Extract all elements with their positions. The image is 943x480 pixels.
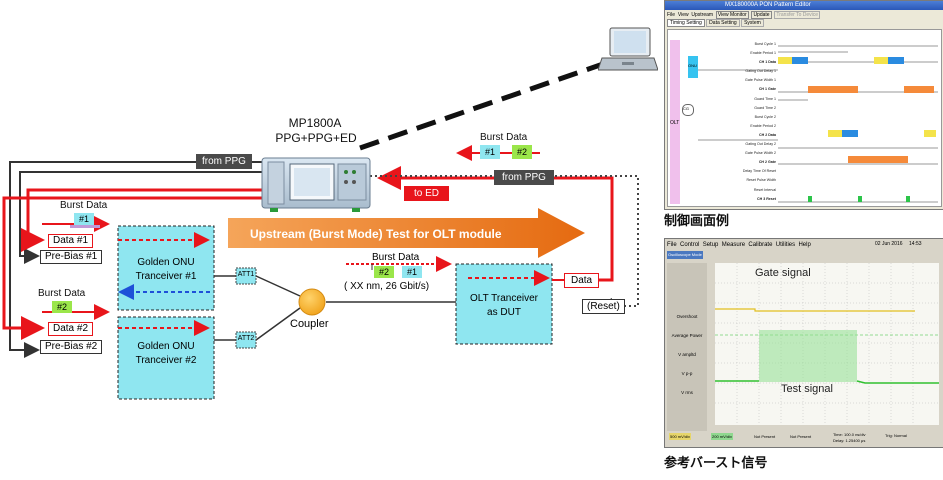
tab-system[interactable]: System <box>741 19 764 27</box>
mp1800a-device <box>261 157 371 212</box>
reset-label: (Reset) <box>582 299 625 314</box>
btn-v-ampltd[interactable]: V ampltd <box>678 352 696 357</box>
scope-menu-help[interactable]: Help <box>798 242 811 248</box>
pattern-editor-menubar: File View Upstream View Monitor Update T… <box>667 11 821 19</box>
scope-date: 02 Jun 2016 <box>875 241 903 247</box>
pattern-editor-window: MX180000A PON Pattern Editor File View U… <box>664 0 943 210</box>
btn-v-rms[interactable]: V rms <box>681 390 693 395</box>
btn-average-power[interactable]: Average Power <box>671 333 703 338</box>
scope-menu-control[interactable]: Control <box>680 242 700 248</box>
oscilloscope-window: File Control Setup Measure Calibrate Uti… <box>664 238 943 448</box>
data2-label: Data #2 <box>48 322 94 336</box>
scope-menu-utilities[interactable]: Utilities <box>775 242 796 248</box>
status-ch3[interactable]: Not Present <box>754 434 776 439</box>
burst-data-top-label: Burst Data <box>480 132 528 143</box>
ch1-burst-underline <box>70 225 100 228</box>
timing-diagram <box>698 45 938 203</box>
onu-block <box>688 56 698 78</box>
menu-view[interactable]: View <box>677 12 689 18</box>
coupler-label: Coupler <box>290 318 329 330</box>
burst-block-ch2: #2 <box>52 301 72 313</box>
burst-block-mid-2: #2 <box>374 266 394 278</box>
from-ppg-top-label: from PPG <box>196 154 252 169</box>
btn-v-pp[interactable]: V p-p <box>681 371 693 376</box>
onu-side-label: ONU <box>688 63 697 68</box>
scope-status-bar: 500 mV/div 200 mV/div Not Present Not Pr… <box>667 431 941 445</box>
scope-time: 14:53 <box>909 241 922 247</box>
scope-side-panel: Overshoot Average Power V ampltd V p-p V… <box>667 263 707 431</box>
wavelength-rate-label: ( XX nm, 26 Gbit/s) <box>344 281 430 292</box>
prebias1-label: Pre-Bias #1 <box>40 250 103 264</box>
att1-box <box>235 267 257 285</box>
device-config: PPG+PPG+ED <box>275 131 357 145</box>
prebias2-label: Pre-Bias #2 <box>40 340 103 354</box>
to-ed-label: to ED <box>404 186 450 201</box>
status-trigger[interactable]: Trig: Normal <box>885 433 907 438</box>
gate-signal-label: Gate signal <box>755 267 811 279</box>
scope-menu-file[interactable]: File <box>667 242 677 248</box>
att1-label: ATT1 <box>237 271 255 278</box>
att2-label: ATT2 <box>237 335 255 342</box>
device-name: MP1800A <box>288 116 342 130</box>
coupler-circle <box>298 288 326 316</box>
scope-mode-bar: Oscilloscope Mode <box>667 251 703 259</box>
scope-menu-measure[interactable]: Measure <box>721 242 746 248</box>
olt-side-label: OLT <box>670 120 680 126</box>
onu1-label: Golden ONU Tranceiver #1 <box>135 257 197 282</box>
burst-data-mid-label: Burst Data <box>372 252 420 263</box>
cg-side-label: CG <box>683 106 689 111</box>
menu-view-monitor[interactable]: View Monitor <box>715 11 749 19</box>
status-ch2-scale[interactable]: 200 mV/div <box>711 433 734 440</box>
reference-signal-caption: 参考バースト信号 <box>664 455 768 470</box>
data-out-label: Data <box>564 273 600 288</box>
onu2-label: Golden ONU Tranceiver #2 <box>135 341 197 366</box>
burst-block-1-top: #1 <box>480 145 500 159</box>
data2-cable <box>2 196 268 340</box>
from-ppg-right-label: from PPG <box>494 170 554 185</box>
olt-label: OLT Tranceiver as DUT <box>470 293 538 318</box>
status-timebase[interactable]: Time: 100.0 ns/div <box>833 432 866 437</box>
burst-block-2-top: #2 <box>512 145 532 159</box>
laptop-link-line <box>359 61 604 151</box>
burst-data-ch1-label: Burst Data <box>60 200 108 211</box>
status-delay[interactable]: Delay: 1.25400 μs <box>833 438 866 443</box>
control-screen-caption: 制御画面例 <box>664 213 730 228</box>
menu-file[interactable]: File <box>667 12 676 18</box>
scope-side-buttons: Overshoot Average Power V ampltd V p-p V… <box>669 307 705 402</box>
scope-screen: Gate signal Test signal <box>715 263 939 425</box>
data1-label: Data #1 <box>48 234 94 248</box>
data1-cable <box>21 188 268 252</box>
scope-menu-setup[interactable]: Setup <box>702 242 719 248</box>
laptop-icon <box>598 27 658 71</box>
att2-box <box>235 331 257 349</box>
scope-mode-label: Oscilloscope Mode <box>668 252 702 257</box>
status-ch1-scale[interactable]: 500 mV/div <box>669 433 692 440</box>
tab-data-setting[interactable]: Data Setting <box>706 19 740 27</box>
menu-transfer[interactable]: Transfer To Device <box>774 11 821 19</box>
test-setup-diagram <box>2 61 639 400</box>
scope-menubar: File Control Setup Measure Calibrate Uti… <box>667 240 811 250</box>
scope-menu-calibrate[interactable]: Calibrate <box>748 242 773 248</box>
status-ch4[interactable]: Not Present <box>790 434 812 439</box>
btn-overshoot[interactable]: Overshoot <box>676 314 698 319</box>
burst-block-mid-1: #1 <box>402 266 422 278</box>
tab-timing-setting[interactable]: Timing Setting <box>667 19 705 27</box>
prebias2-cable <box>9 161 265 358</box>
prebias1-cable <box>19 171 265 264</box>
scope-waveform <box>715 263 939 425</box>
upstream-banner-text: Upstream (Burst Mode) Test for OLT modul… <box>250 227 502 241</box>
menu-update[interactable]: Update <box>751 11 772 19</box>
olt-sidebar-strip <box>670 40 680 204</box>
burst-data-ch2-label: Burst Data <box>38 288 86 299</box>
pattern-editor-title: MX180000A PON Pattern Editor <box>725 2 811 8</box>
burst-block-ch1: #1 <box>74 213 94 225</box>
cg-circle <box>682 104 694 116</box>
pattern-editor-tabs: Timing Setting Data Setting System <box>667 19 764 27</box>
pattern-editor-titlebar: MX180000A PON Pattern Editor <box>665 1 943 10</box>
test-signal-label: Test signal <box>781 383 833 395</box>
upstream-arrow <box>228 208 585 258</box>
menu-upstream[interactable]: Upstream <box>691 12 714 18</box>
